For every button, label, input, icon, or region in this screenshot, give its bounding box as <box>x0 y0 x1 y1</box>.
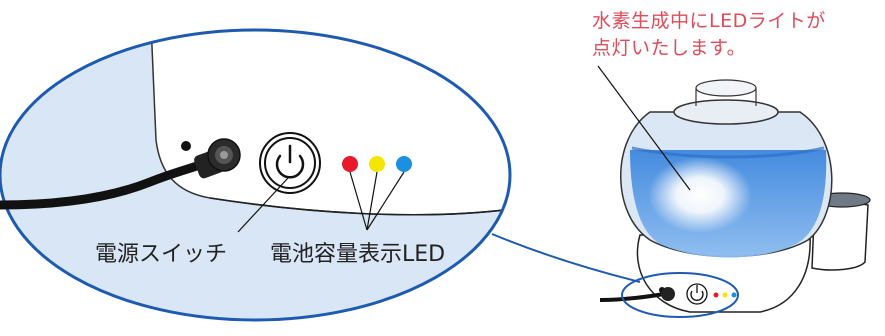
device-overview <box>599 79 871 318</box>
power-cable <box>0 160 202 210</box>
battery-led-label: 電池容量表示LED <box>270 242 446 267</box>
zoom-callout <box>0 28 512 322</box>
led-light-glow <box>648 157 752 233</box>
power-button-closeup <box>259 132 321 194</box>
led-red <box>342 156 358 172</box>
power-switch-label: 電源スイッチ <box>95 242 228 267</box>
led-note-line2: 点灯いたします。 <box>592 37 747 59</box>
led-yellow <box>369 156 385 172</box>
zoom-outline <box>0 28 512 322</box>
zoom-source-outline <box>621 272 739 318</box>
led-blue <box>396 156 412 172</box>
led-note-line1: 水素生成中にLEDライトが <box>592 10 826 32</box>
power-icon <box>275 154 305 179</box>
port-hole <box>181 141 191 151</box>
power-plug <box>194 138 241 179</box>
